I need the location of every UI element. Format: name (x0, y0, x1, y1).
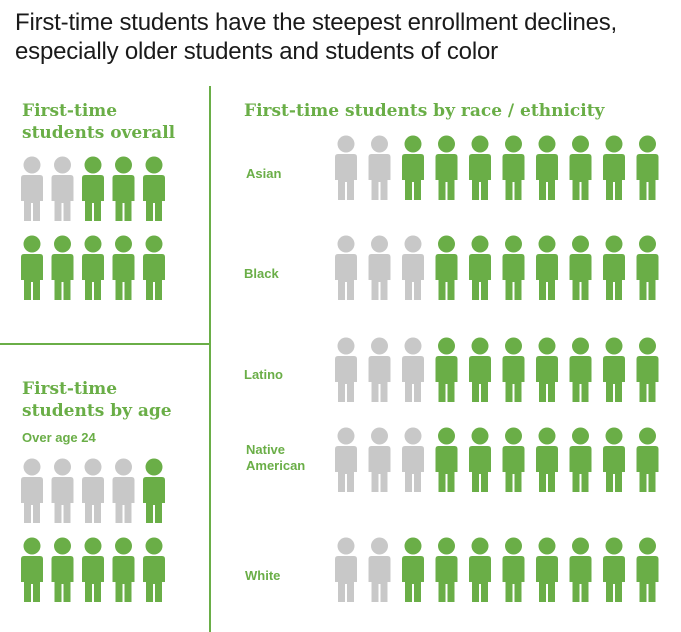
race-native-american-figure-gray (335, 427, 357, 492)
age-figure-gray (51, 458, 74, 523)
race-asian-figure-green (469, 135, 491, 200)
race-black-figure-green (502, 235, 525, 300)
overall-figure-green (82, 156, 104, 221)
race-native-american-figure-green (536, 427, 558, 492)
race-asian-figure-green (569, 135, 592, 200)
race-black-figure-gray (402, 235, 424, 300)
race-black-figure-green (603, 235, 625, 300)
race-latino-figure-green (569, 337, 592, 402)
race-white-figure-green (469, 537, 491, 602)
race-white-figure-green (502, 537, 525, 602)
race-latino-figure-gray (402, 337, 424, 402)
overall-section-title: First-time students overall (22, 101, 176, 143)
race-asian-figure-gray (368, 135, 391, 200)
vertical-divider (209, 86, 211, 632)
age-figure-gray (82, 458, 104, 523)
overall-figure-green (21, 235, 43, 300)
race-asian-figure-green (402, 135, 424, 200)
race-black-figure-gray (335, 235, 357, 300)
race-white-figure-green (435, 537, 458, 602)
age-figure-green (51, 537, 74, 602)
race-white-figure-green (569, 537, 592, 602)
race-latino-figure-green (435, 337, 458, 402)
race-white-figure-gray (368, 537, 391, 602)
age-figure-green (112, 537, 135, 602)
race-section-title: First-time students by race / ethnicity (244, 101, 605, 121)
race-white-figure-gray (335, 537, 357, 602)
age-figure-green (143, 458, 165, 523)
row-label-black: Black (244, 266, 279, 281)
race-black-figure-gray (368, 235, 391, 300)
race-asian-figure-green (636, 135, 659, 200)
race-black-figure-green (469, 235, 491, 300)
race-asian-figure-gray (335, 135, 357, 200)
race-black-figure-green (569, 235, 592, 300)
horizontal-divider (0, 343, 209, 345)
age-figure-gray (21, 458, 43, 523)
age-figure-green (143, 537, 165, 602)
row-label-latino: Latino (244, 367, 283, 382)
overall-figure-green (82, 235, 104, 300)
race-latino-figure-green (536, 337, 558, 402)
overall-figure-gray (51, 156, 74, 221)
race-black-figure-green (636, 235, 659, 300)
overall-figure-green (51, 235, 74, 300)
row-label-asian: Asian (246, 166, 282, 181)
overall-figure-green (112, 235, 135, 300)
race-white-figure-green (603, 537, 625, 602)
race-native-american-figure-green (435, 427, 458, 492)
race-asian-figure-green (603, 135, 625, 200)
row-label-white: White (245, 568, 281, 583)
row-label-native-american: Native American (246, 442, 306, 473)
age-subtitle: Over age 24 (22, 430, 96, 445)
overall-figure-gray (21, 156, 43, 221)
race-latino-figure-green (636, 337, 659, 402)
chart-title: First-time students have the steepest en… (15, 9, 618, 65)
race-native-american-figure-green (569, 427, 592, 492)
age-section-title: First-time students by age (22, 379, 172, 421)
race-latino-figure-gray (335, 337, 357, 402)
race-latino-figure-green (603, 337, 625, 402)
race-black-figure-green (435, 235, 458, 300)
race-native-american-figure-green (636, 427, 659, 492)
race-native-american-figure-green (469, 427, 491, 492)
overall-figure-green (143, 156, 165, 221)
race-latino-figure-green (502, 337, 525, 402)
race-native-american-figure-green (603, 427, 625, 492)
race-asian-figure-green (536, 135, 558, 200)
race-native-american-figure-gray (368, 427, 391, 492)
race-asian-figure-green (502, 135, 525, 200)
overall-figure-green (143, 235, 165, 300)
race-native-american-figure-gray (402, 427, 424, 492)
age-figure-green (82, 537, 104, 602)
race-black-figure-green (536, 235, 558, 300)
age-figure-green (21, 537, 43, 602)
age-figure-gray (112, 458, 135, 523)
race-native-american-figure-green (502, 427, 525, 492)
race-asian-figure-green (435, 135, 458, 200)
race-white-figure-green (402, 537, 424, 602)
race-latino-figure-green (469, 337, 491, 402)
race-latino-figure-gray (368, 337, 391, 402)
race-white-figure-green (636, 537, 659, 602)
overall-figure-green (112, 156, 135, 221)
race-white-figure-green (536, 537, 558, 602)
